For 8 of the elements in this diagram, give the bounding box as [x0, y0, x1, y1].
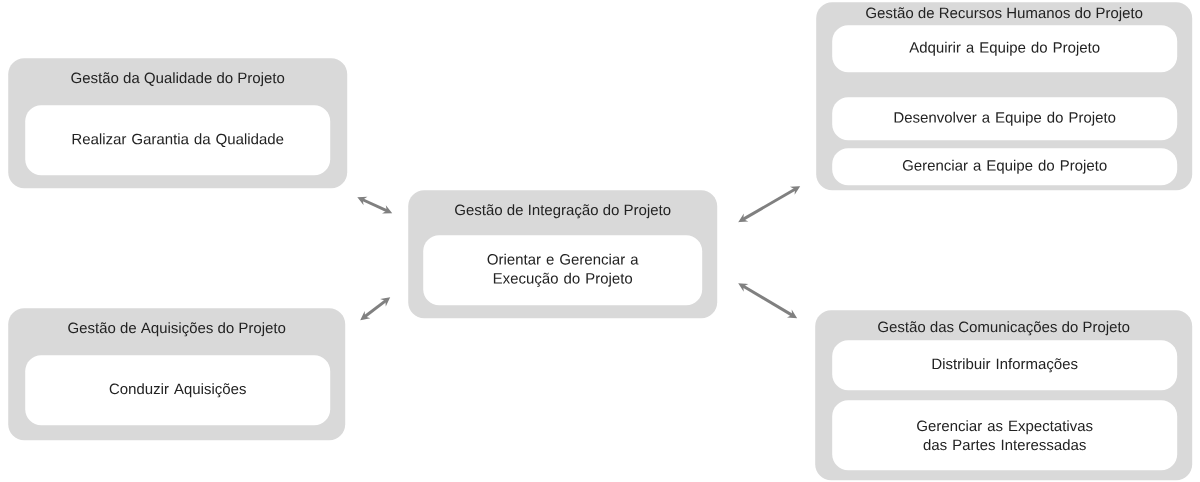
process-box: Orientar e Gerenciar a Execução do Projeto — [423, 235, 703, 306]
process-box: Desenvolver a Equipe do Projeto — [832, 97, 1178, 141]
process-box: Gerenciar as Expectativas das Partes Interessadas — [832, 400, 1178, 471]
process-box: Gerenciar a Equipe do Projeto — [832, 148, 1178, 186]
process-box: Realizar Garantia da Qualidade — [25, 105, 331, 176]
process-box: Conduzir Aquisições — [25, 355, 331, 426]
process-box: Adquirir a Equipe do Projeto — [832, 25, 1178, 73]
process-box: Distribuir Informações — [832, 340, 1178, 391]
